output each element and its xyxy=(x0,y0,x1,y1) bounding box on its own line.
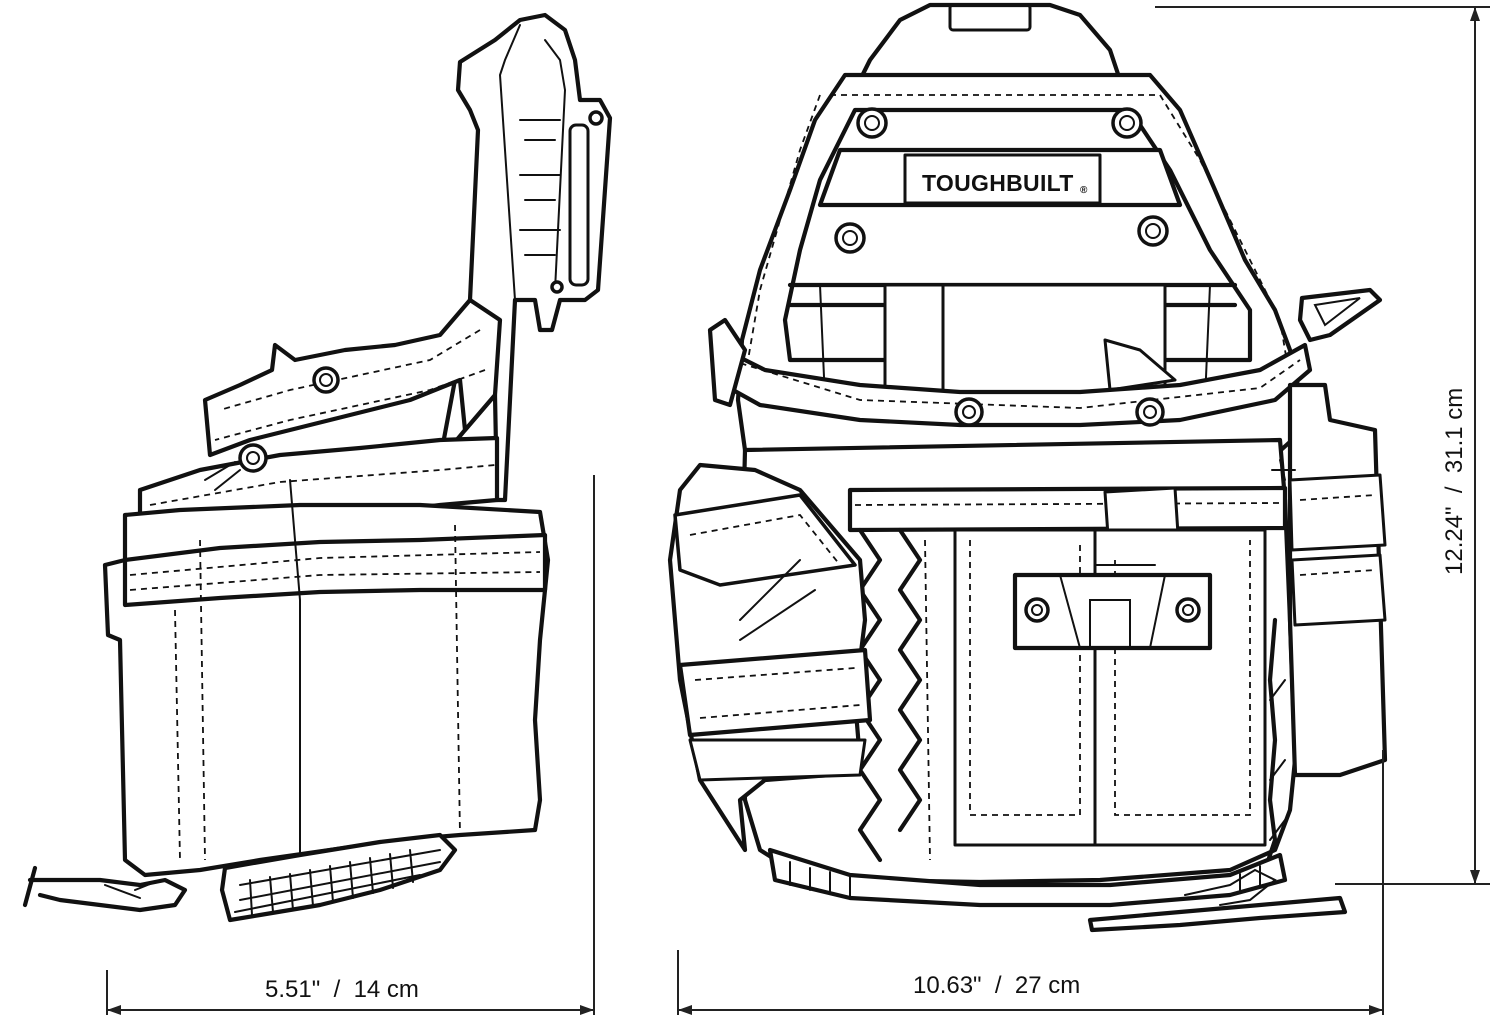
front-view: TOUGHBUILT ® xyxy=(667,2,1388,933)
side-hook xyxy=(22,865,188,913)
left-holster-strap xyxy=(677,647,873,738)
front-width-label: 10.63" / 27 cm xyxy=(913,972,1080,999)
side-view xyxy=(22,12,613,923)
dimension-lines xyxy=(106,6,1490,1015)
brand-label: TOUGHBUILT xyxy=(922,170,1074,196)
side-pocket-band xyxy=(122,532,548,608)
side-base xyxy=(219,832,458,923)
front-pocket-band xyxy=(847,485,1288,533)
height-label: 12.24" / 31.1 cm xyxy=(1441,388,1468,575)
left-d-ring xyxy=(707,317,748,408)
side-width-label: 5.51" / 14 cm xyxy=(265,976,419,1003)
front-top-handle xyxy=(857,2,1123,83)
registered-mark: ® xyxy=(1080,185,1088,196)
front-hook xyxy=(1087,895,1348,933)
right-d-ring xyxy=(1297,287,1383,343)
